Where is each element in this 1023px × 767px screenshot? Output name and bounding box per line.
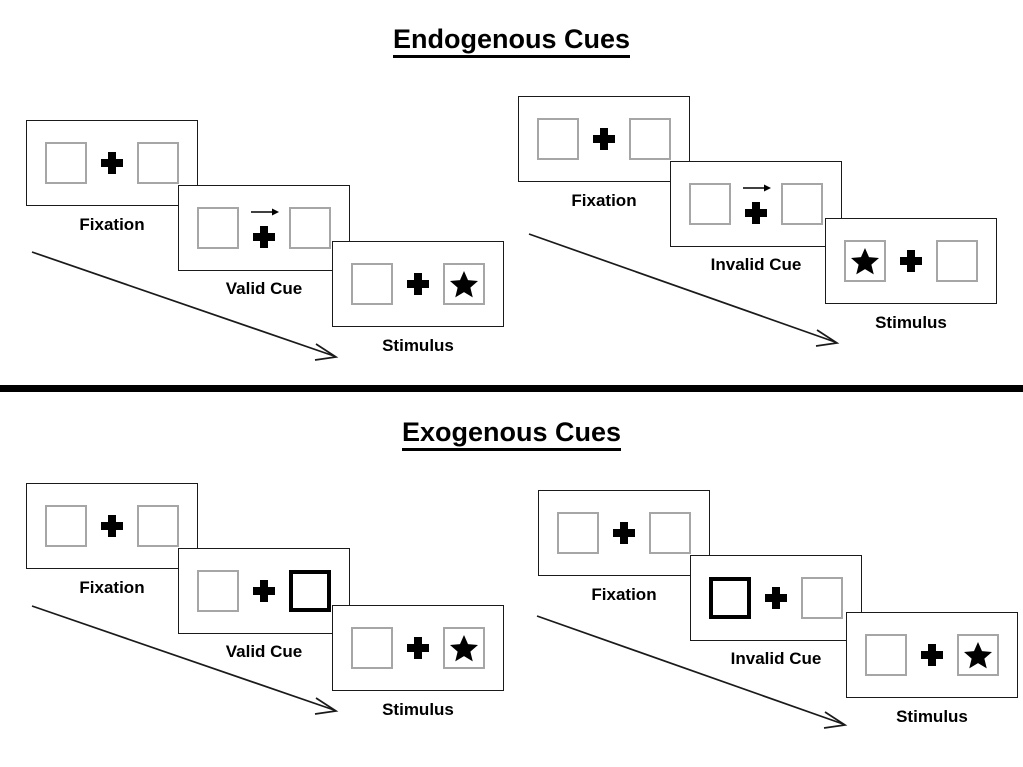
panel-content [333,242,503,326]
panel-content [671,162,841,246]
panel-caption-stimulus: Stimulus [382,336,454,355]
panel-stimulus [332,241,504,327]
left-box [557,512,599,554]
trial-sequence-endogenous-valid: Fixation Valid Cue Sti [0,0,520,390]
left-box-with-star [844,240,886,282]
star-icon [450,271,478,298]
section-divider [0,385,1023,392]
trial-sequence-exogenous-invalid: Fixation Invalid Cue Stimulus [505,390,1023,767]
right-box [649,512,691,554]
plus-icon [745,202,767,224]
panel-caption-cue: Valid Cue [225,279,303,298]
trial-sequence-endogenous-invalid: Fixation Invalid Cue S [505,0,1023,390]
plus-icon [921,644,943,666]
left-box [351,627,393,669]
plus-icon [900,250,922,272]
plus-icon [765,587,787,609]
trial-sequence-exogenous-valid: Fixation Valid Cue Stimulus [0,390,520,767]
section-title-endogenous: Endogenous Cues [0,24,1023,58]
panel-caption-cue: Invalid Cue [730,649,822,668]
panel-caption-fixation: Fixation [591,585,657,604]
panel-cue [690,555,862,641]
right-box [781,183,823,225]
section-title-exogenous: Exogenous Cues [0,417,1023,451]
left-box [45,142,87,184]
left-box [351,263,393,305]
panel-content [826,219,996,303]
panel-fixation [26,120,198,206]
plus-icon [101,152,123,174]
panel-fixation [518,96,690,182]
panel-content [539,491,709,575]
left-box-cued [709,577,751,619]
right-box [629,118,671,160]
right-box-cued [289,570,331,612]
right-box [936,240,978,282]
panel-caption-fixation: Fixation [79,215,145,234]
panel-content [179,186,349,270]
left-box [197,207,239,249]
panel-cue [670,161,842,247]
section-title-exogenous-text: Exogenous Cues [401,417,622,451]
panel-content [27,121,197,205]
left-box [689,183,731,225]
plus-icon [253,226,275,248]
left-box [45,505,87,547]
section-title-endogenous-text: Endogenous Cues [392,24,630,58]
star-icon [851,248,879,275]
plus-icon [407,637,429,659]
panel-caption-stimulus: Stimulus [382,700,454,719]
panel-caption-stimulus: Stimulus [896,707,968,726]
right-box-with-star [443,263,485,305]
left-box [865,634,907,676]
right-box-with-star [443,627,485,669]
panel-fixation [538,490,710,576]
panel-content [179,549,349,633]
right-box [137,505,179,547]
panel-fixation [26,483,198,569]
panel-content [519,97,689,181]
plus-icon [407,273,429,295]
panel-content [27,484,197,568]
star-icon [964,642,992,669]
plus-icon [593,128,615,150]
right-box [801,577,843,619]
cue-stack [251,207,279,249]
arrow-right-icon [251,208,279,216]
panel-caption-cue: Invalid Cue [710,255,802,274]
plus-icon [101,515,123,537]
panel-caption-stimulus: Stimulus [875,313,947,332]
panel-cue [178,548,350,634]
left-box [197,570,239,612]
star-icon [450,635,478,662]
right-box-with-star [957,634,999,676]
panel-caption-cue: Valid Cue [225,642,303,661]
panel-content [847,613,1017,697]
left-box [537,118,579,160]
panel-stimulus [846,612,1018,698]
panel-caption-fixation: Fixation [571,191,637,210]
panel-stimulus [332,605,504,691]
panel-content [333,606,503,690]
cue-stack [743,183,771,225]
panel-caption-fixation: Fixation [79,578,145,597]
panel-cue [178,185,350,271]
plus-icon [253,580,275,602]
panel-stimulus [825,218,997,304]
panel-content [691,556,861,640]
right-box [137,142,179,184]
arrow-right-icon [743,184,771,192]
right-box [289,207,331,249]
plus-icon [613,522,635,544]
time-arrow-icon [528,233,840,347]
